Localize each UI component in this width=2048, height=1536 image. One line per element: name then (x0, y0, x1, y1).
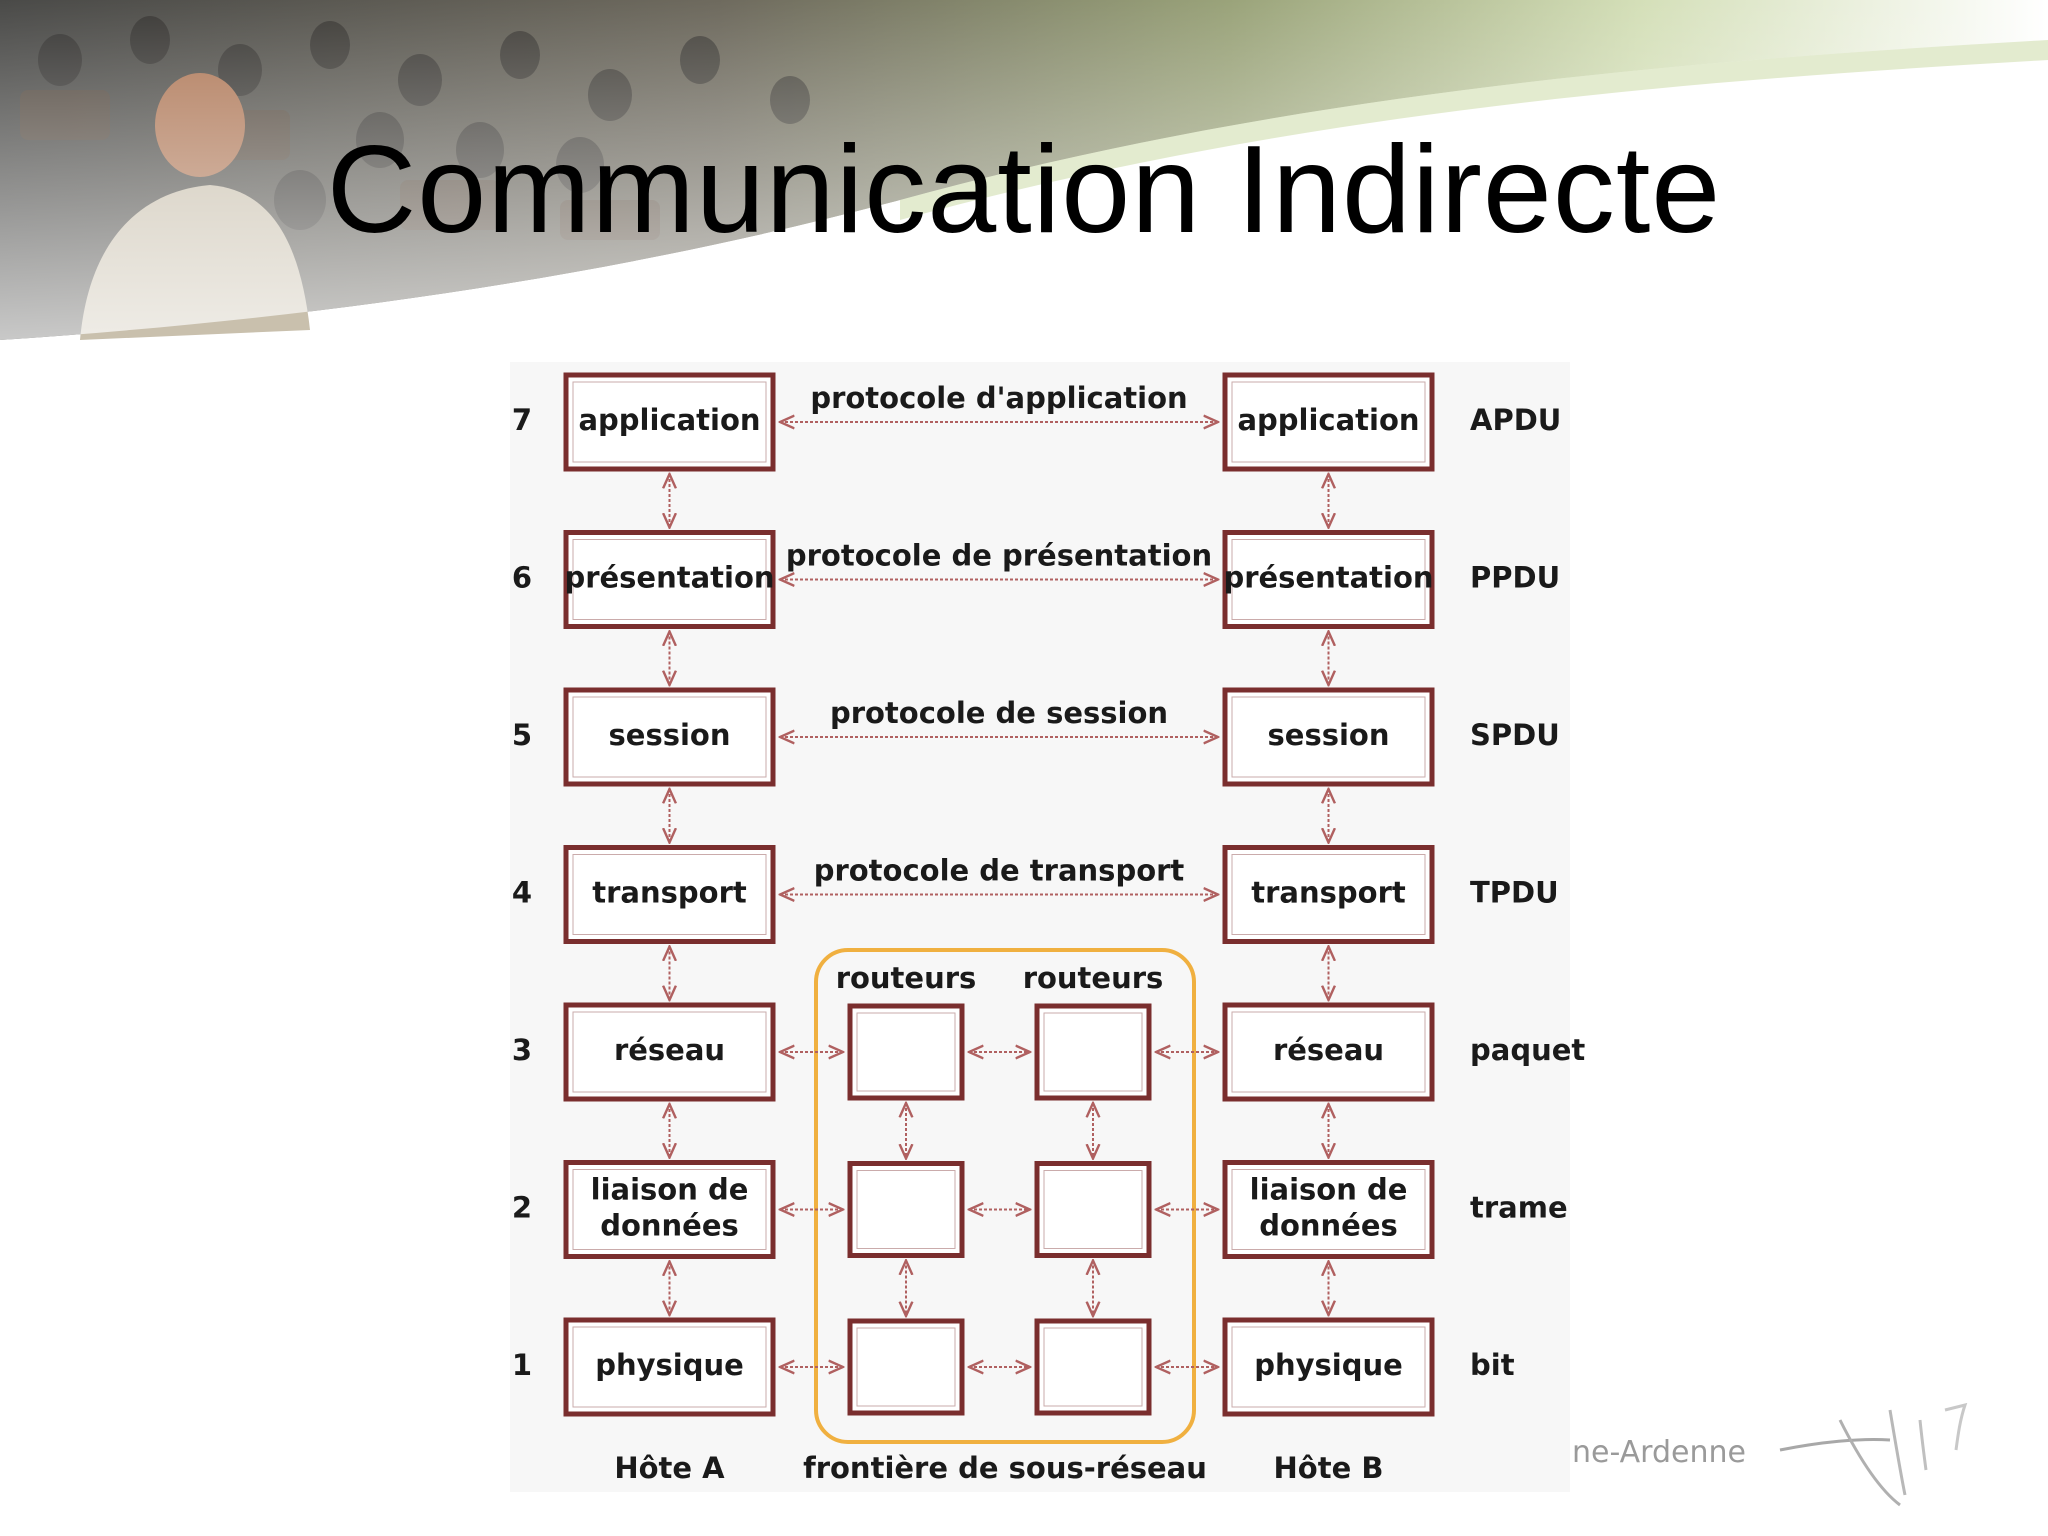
router-label: routeurs (1023, 961, 1164, 995)
host-a-layer-label: présentation (564, 561, 774, 595)
router-label: routeurs (836, 961, 977, 995)
peer-protocol-label: protocole de transport (814, 854, 1185, 888)
router-box-2-inner (1043, 1012, 1143, 1092)
host-b-layer-box-inner (1231, 539, 1426, 620)
router-box-1-inner (856, 1327, 956, 1407)
router-box-1-inner (856, 1012, 956, 1092)
logo-swoosh-5 (1944, 1402, 1968, 1451)
host-a-layer-box (563, 687, 776, 787)
host-b-layer-label: réseau (1273, 1033, 1384, 1067)
layer-number: 3 (512, 1033, 532, 1067)
host-b-layer-label: transport (1251, 876, 1406, 910)
router-box-2 (1034, 1318, 1152, 1416)
host-b-layer-label: données (1259, 1209, 1398, 1243)
host-a-layer-label: données (600, 1209, 739, 1243)
router-box-1 (847, 1003, 965, 1101)
logo-text: ne-Ardenne (1572, 1435, 1746, 1470)
university-logo: ne-Ardenne (1572, 1402, 1968, 1507)
peer-protocol-label: protocole de présentation (786, 539, 1212, 573)
data-unit-label: PPDU (1470, 561, 1560, 595)
host-a-layer-box (563, 372, 776, 472)
router-box-1 (847, 1318, 965, 1416)
router-box-2-inner (1043, 1170, 1143, 1249)
logo-swoosh-3 (1888, 1409, 1907, 1496)
logo-swoosh-1 (1779, 1437, 1891, 1452)
router-box-1-inner (856, 1170, 956, 1249)
layer-number: 1 (512, 1348, 532, 1382)
host-b-layer-box (1222, 1002, 1435, 1102)
host-a-layer-label: session (609, 718, 731, 752)
host-a-layer-box (563, 1317, 776, 1417)
host-b-layer-box (1222, 845, 1435, 944)
host-b-layer-label: physique (1254, 1348, 1403, 1382)
subnet-boundary-label: frontière de sous-réseau (803, 1451, 1207, 1485)
host-b-layer-box-inner (1231, 696, 1426, 778)
peer-protocol-label: protocole de session (830, 696, 1168, 730)
host-a-layer-box (563, 845, 776, 944)
subnet-boundary (814, 948, 1196, 1444)
logo-swoosh-4 (1918, 1419, 1928, 1471)
data-unit-label: bit (1470, 1348, 1515, 1382)
layer-number: 2 (512, 1191, 532, 1225)
host-b-layer-box (1222, 1317, 1435, 1417)
host-a-layer-box (563, 1002, 776, 1102)
host-a-layer-label: transport (592, 876, 747, 910)
data-unit-label: paquet (1470, 1033, 1585, 1067)
router-box-2-inner (1043, 1327, 1143, 1407)
header-photo-banner (0, 0, 2048, 360)
data-unit-label: TPDU (1470, 876, 1559, 910)
host-b-layer-box-inner (1231, 381, 1426, 463)
host-b-layer-box (1222, 1160, 1435, 1259)
host-a-layer-label: physique (595, 1348, 744, 1382)
host-b-layer-box-inner (1231, 1326, 1426, 1408)
host-a-layer-label: liaison de (591, 1173, 749, 1207)
host-b-layer-label: session (1268, 718, 1390, 752)
layer-number: 4 (512, 876, 532, 910)
layer-number: 6 (512, 561, 532, 595)
host-a-layer-box (563, 530, 776, 629)
host-b-layer-box-inner (1231, 1011, 1426, 1093)
host-b-layer-box-inner (1231, 1169, 1426, 1250)
host-a-layer-box-inner (572, 1169, 767, 1250)
host-a-label: Hôte A (614, 1451, 725, 1485)
data-unit-label: APDU (1470, 403, 1561, 437)
logo-swoosh-2 (1838, 1419, 1901, 1507)
router-box-2 (1034, 1161, 1152, 1258)
host-b-layer-label: présentation (1223, 561, 1433, 595)
host-a-layer-box (563, 1160, 776, 1259)
host-a-layer-label: application (578, 403, 760, 437)
host-b-layer-label: application (1237, 403, 1419, 437)
host-a-layer-box-inner (572, 854, 767, 935)
host-a-layer-box-inner (572, 1326, 767, 1408)
layer-number: 5 (512, 718, 532, 752)
data-unit-label: SPDU (1470, 718, 1560, 752)
host-b-label: Hôte B (1274, 1451, 1384, 1485)
data-unit-label: trame (1470, 1191, 1568, 1225)
host-a-layer-box-inner (572, 539, 767, 620)
host-b-layer-box (1222, 372, 1435, 472)
peer-protocol-label: protocole d'application (810, 381, 1187, 415)
router-box-1 (847, 1161, 965, 1258)
host-a-layer-box-inner (572, 696, 767, 778)
host-b-layer-box (1222, 530, 1435, 629)
host-b-layer-box (1222, 687, 1435, 787)
host-a-layer-box-inner (572, 381, 767, 463)
router-box-2 (1034, 1003, 1152, 1101)
host-a-layer-box-inner (572, 1011, 767, 1093)
host-b-layer-box-inner (1231, 854, 1426, 935)
host-b-layer-label: liaison de (1250, 1173, 1408, 1207)
lecture-hall-photo (0, 0, 2048, 340)
host-a-layer-label: réseau (614, 1033, 725, 1067)
layer-number: 7 (512, 403, 532, 437)
slide-title: Communication Indirecte (326, 121, 1722, 259)
